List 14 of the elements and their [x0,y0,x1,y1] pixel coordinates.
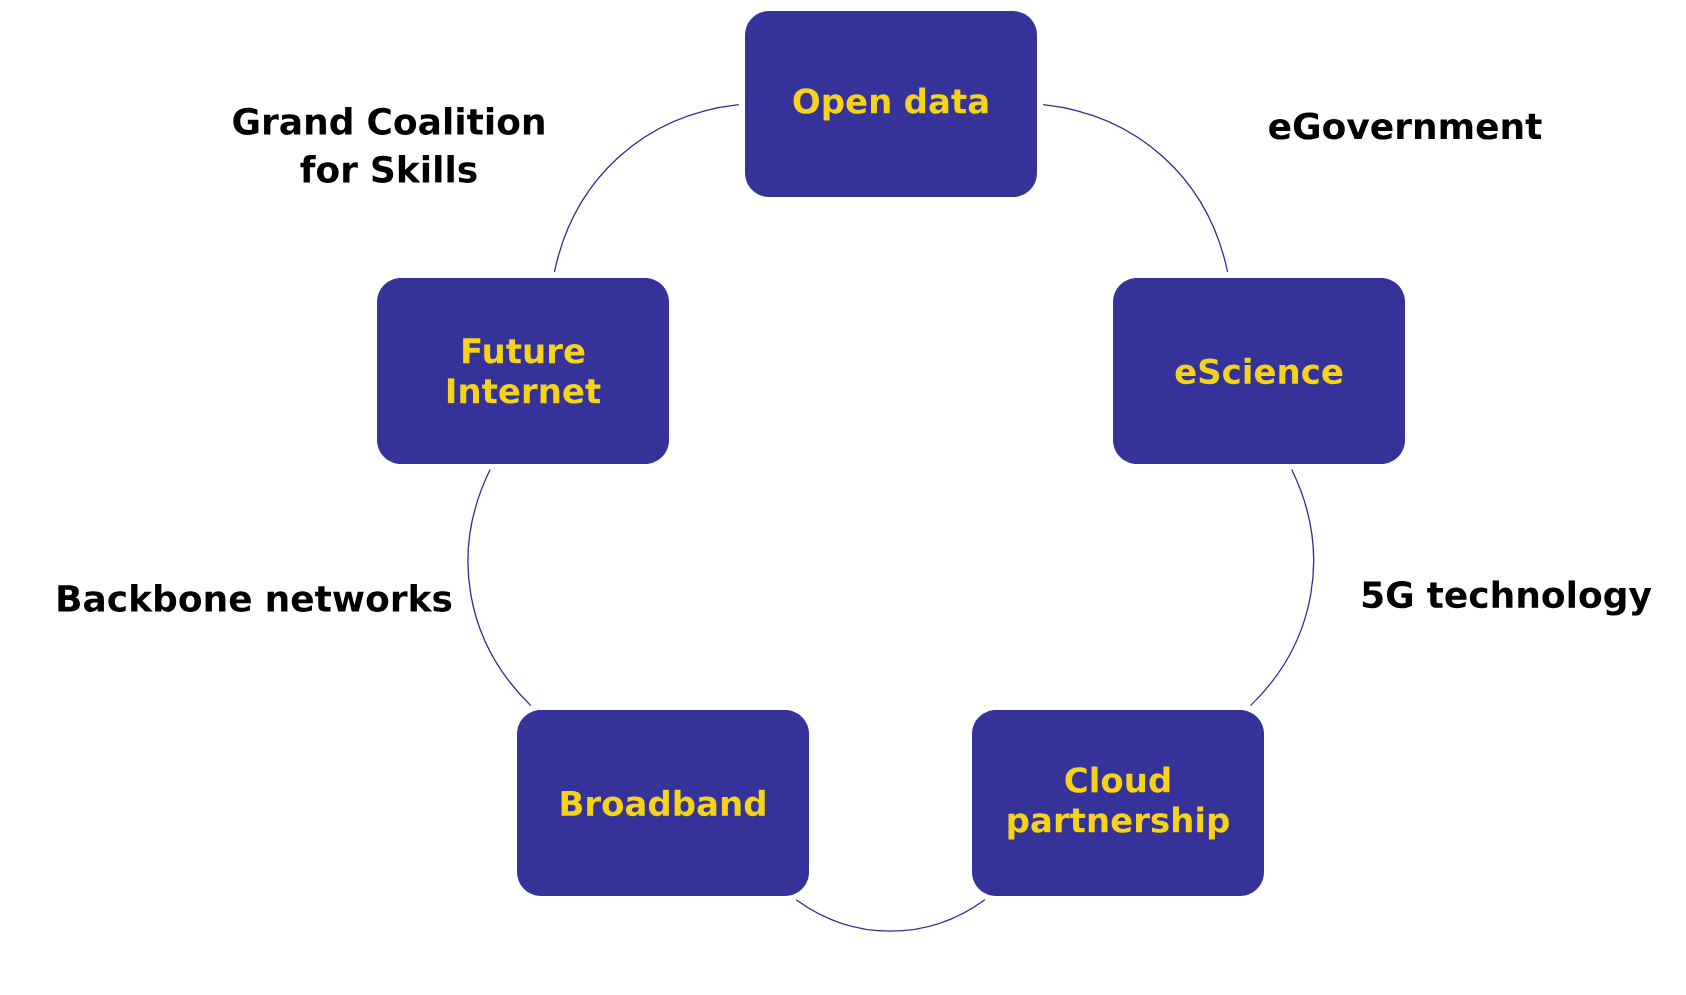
label: 5G technology [1362,580,1652,616]
process-box: Cloud partnership [972,710,1264,896]
process-box: Broadband [517,710,809,896]
process-box: eScience [1113,278,1405,464]
label: Backbone networks [58,584,452,612]
label: eGovernment [1269,112,1542,140]
connector [1249,468,1315,707]
connector [467,468,532,707]
process-box: Open data [745,11,1037,197]
process-box: Future Internet [377,278,669,464]
connector [1042,103,1229,273]
label: Grand Coalition for Skills [233,107,544,183]
connector [553,103,740,273]
connector [795,899,986,932]
